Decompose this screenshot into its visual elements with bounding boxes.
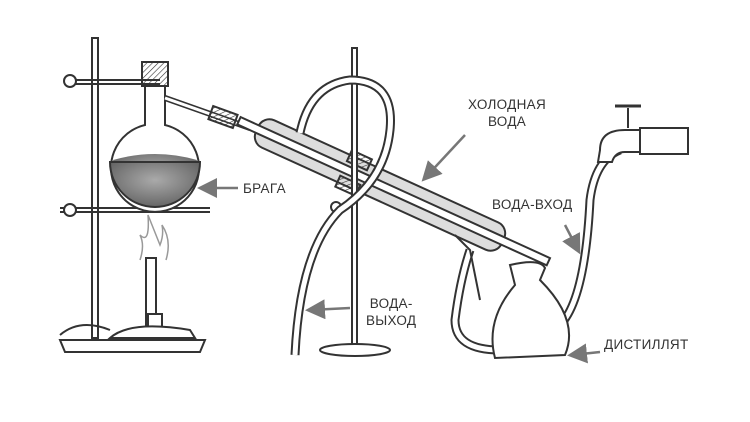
label-water-in: ВОДА-ВХОД bbox=[492, 197, 573, 212]
label-water-out-line2: ВЫХОД bbox=[366, 313, 417, 328]
burner bbox=[59, 214, 197, 339]
receiving-flask bbox=[454, 234, 571, 360]
label-cold-water: ХОЛОДНАЯ ВОДА bbox=[468, 96, 546, 130]
label-cold-water-line2: ВОДА bbox=[487, 114, 527, 129]
label-water-out: ВОДА- ВЫХОД bbox=[366, 295, 416, 329]
clamp-knob-icon bbox=[63, 74, 77, 88]
label-water-out-line1: ВОДА- bbox=[369, 296, 413, 311]
condenser bbox=[235, 115, 552, 267]
label-braga: БРАГА bbox=[243, 181, 286, 196]
label-distillate: ДИСТИЛЛЯТ bbox=[604, 337, 689, 352]
label-arrows bbox=[197, 134, 601, 364]
label-cold-water-line1: ХОЛОДНАЯ bbox=[468, 97, 547, 112]
boiling-flask bbox=[108, 61, 251, 213]
ring-knob-icon bbox=[63, 203, 77, 217]
faucet-icon bbox=[596, 104, 689, 163]
